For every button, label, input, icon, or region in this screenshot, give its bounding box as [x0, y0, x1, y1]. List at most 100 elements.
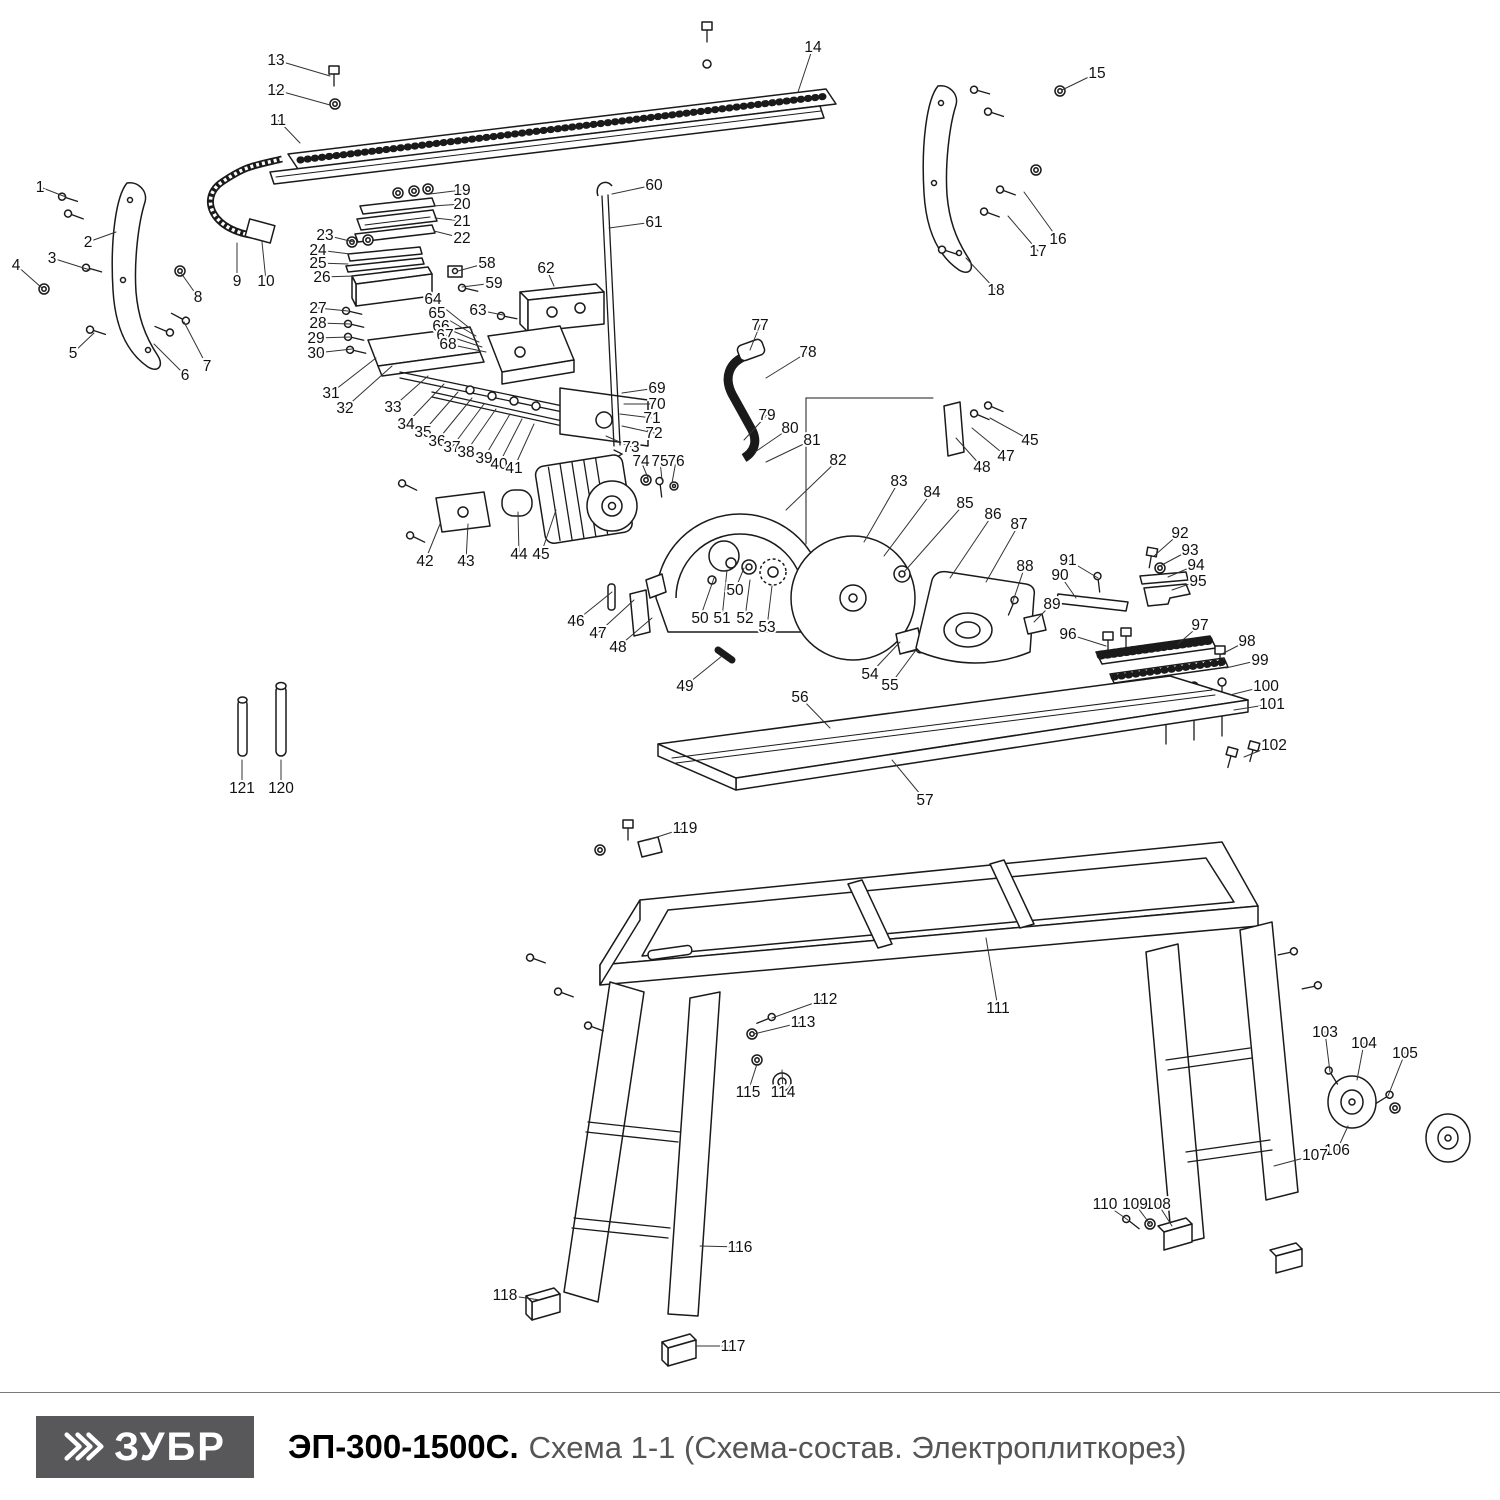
leader-line-33	[392, 375, 429, 408]
zubr-chevrons-icon	[64, 1432, 104, 1461]
leader-line-50	[699, 577, 715, 619]
part-number-39: 39	[475, 450, 492, 467]
leader-line-35	[422, 391, 459, 433]
leader-line-100	[1229, 685, 1267, 696]
leader-line-119	[647, 827, 686, 841]
leader-line-111	[985, 937, 999, 1009]
leader-line-89	[1033, 603, 1053, 623]
part-number-107: 107	[1302, 1147, 1328, 1164]
part-number-62: 62	[537, 260, 554, 277]
blade-guard	[607, 397, 934, 664]
part-number-115: 115	[736, 1084, 761, 1101]
carriage-assembly	[367, 181, 679, 499]
leader-line-69	[621, 387, 658, 394]
leader-line-5	[72, 332, 95, 354]
part-number-17: 17	[1029, 243, 1046, 260]
leader-line-2	[87, 231, 117, 243]
leg-caps	[525, 1217, 1303, 1367]
part-number-91: 91	[1059, 552, 1076, 569]
part-number-46: 46	[567, 613, 584, 630]
part-number-74: 74	[632, 453, 650, 470]
leader-line-62	[545, 267, 555, 287]
leader-line-51	[721, 569, 728, 619]
leader-line-49	[684, 655, 723, 687]
leader-line-8	[180, 272, 199, 298]
part-number-121: 121	[229, 780, 255, 797]
part-number-13: 13	[267, 52, 284, 69]
leader-line-75	[659, 460, 663, 481]
leader-line-20	[432, 203, 463, 207]
part-number-37: 37	[443, 439, 460, 456]
part-number-120: 120	[268, 780, 294, 797]
footer: ЗУБР ЭП-300-1500С.Схема 1-1 (Схема-соста…	[0, 1392, 1500, 1500]
leader-line-57	[891, 759, 926, 801]
leader-line-72	[621, 425, 655, 434]
guide-rail-assembly	[269, 21, 837, 185]
part-number-31: 31	[322, 385, 339, 402]
part-number-89: 89	[1043, 596, 1060, 613]
leader-line-48	[955, 437, 983, 468]
part-number-93: 93	[1181, 542, 1198, 559]
part-number-98: 98	[1238, 633, 1255, 650]
diagram-caption: ЭП-300-1500С.Схема 1-1 (Схема-состав. Эл…	[288, 1428, 1186, 1466]
part-number-70: 70	[648, 396, 666, 413]
part-number-100: 100	[1253, 678, 1279, 695]
part-number-57: 57	[916, 792, 933, 809]
part-number-27: 27	[309, 300, 326, 317]
leader-line-76	[671, 460, 677, 484]
part-number-69: 69	[648, 380, 665, 397]
part-number-71: 71	[643, 410, 660, 427]
part-number-110: 110	[1093, 1196, 1118, 1213]
part-number-72: 72	[645, 425, 662, 442]
leader-line-110	[1104, 1203, 1129, 1221]
part-number-117: 117	[721, 1338, 746, 1355]
part-number-104: 104	[1351, 1035, 1377, 1052]
carriage-screws	[341, 306, 368, 356]
leader-line-91	[1067, 559, 1099, 579]
part-number-73: 73	[622, 439, 639, 456]
part-number-20: 20	[453, 196, 471, 213]
zubr-logo: ЗУБР	[36, 1415, 254, 1478]
leader-line-109	[1134, 1203, 1151, 1225]
leader-line-80	[754, 427, 791, 453]
part-number-15: 15	[1088, 65, 1105, 82]
leader-line-18	[965, 257, 997, 291]
part-number-67: 67	[436, 327, 453, 344]
part-number-112: 112	[813, 991, 838, 1008]
leader-line-41	[513, 423, 535, 469]
leader-line-28	[317, 322, 351, 325]
leader-line-79	[743, 414, 768, 441]
leader-line-74	[640, 460, 649, 479]
leader-line-88	[1011, 565, 1026, 605]
part-number-75: 75	[651, 453, 668, 470]
leader-line-114	[781, 1069, 784, 1093]
part-number-102: 102	[1261, 737, 1287, 754]
part-number-33: 33	[384, 399, 401, 416]
leader-line-86	[949, 513, 994, 579]
handle	[723, 338, 766, 462]
leader-line-3	[51, 257, 91, 271]
part-number-58: 58	[478, 255, 495, 272]
part-number-28: 28	[309, 315, 326, 332]
leader-line-90	[1059, 574, 1077, 599]
leader-line-101	[1233, 703, 1273, 711]
part-number-55: 55	[881, 677, 898, 694]
part-number-48: 48	[973, 459, 990, 476]
leader-line-26	[321, 275, 355, 278]
leader-line-4	[15, 264, 43, 289]
leader-line-67	[444, 334, 483, 348]
leader-line-108	[1157, 1203, 1173, 1227]
part-number-7: 7	[203, 358, 212, 375]
part-number-109: 109	[1122, 1196, 1148, 1213]
part-number-1: 1	[36, 179, 45, 196]
leader-line-52	[744, 579, 751, 619]
leader-line-78	[765, 351, 809, 379]
leader-line-32	[344, 365, 393, 409]
leader-line-96	[1067, 633, 1107, 647]
leader-line-93	[1159, 549, 1191, 567]
leader-line-45	[989, 417, 1031, 441]
part-number-76: 76	[667, 453, 684, 470]
leader-line-66	[440, 325, 480, 343]
part-number-22: 22	[453, 230, 470, 247]
